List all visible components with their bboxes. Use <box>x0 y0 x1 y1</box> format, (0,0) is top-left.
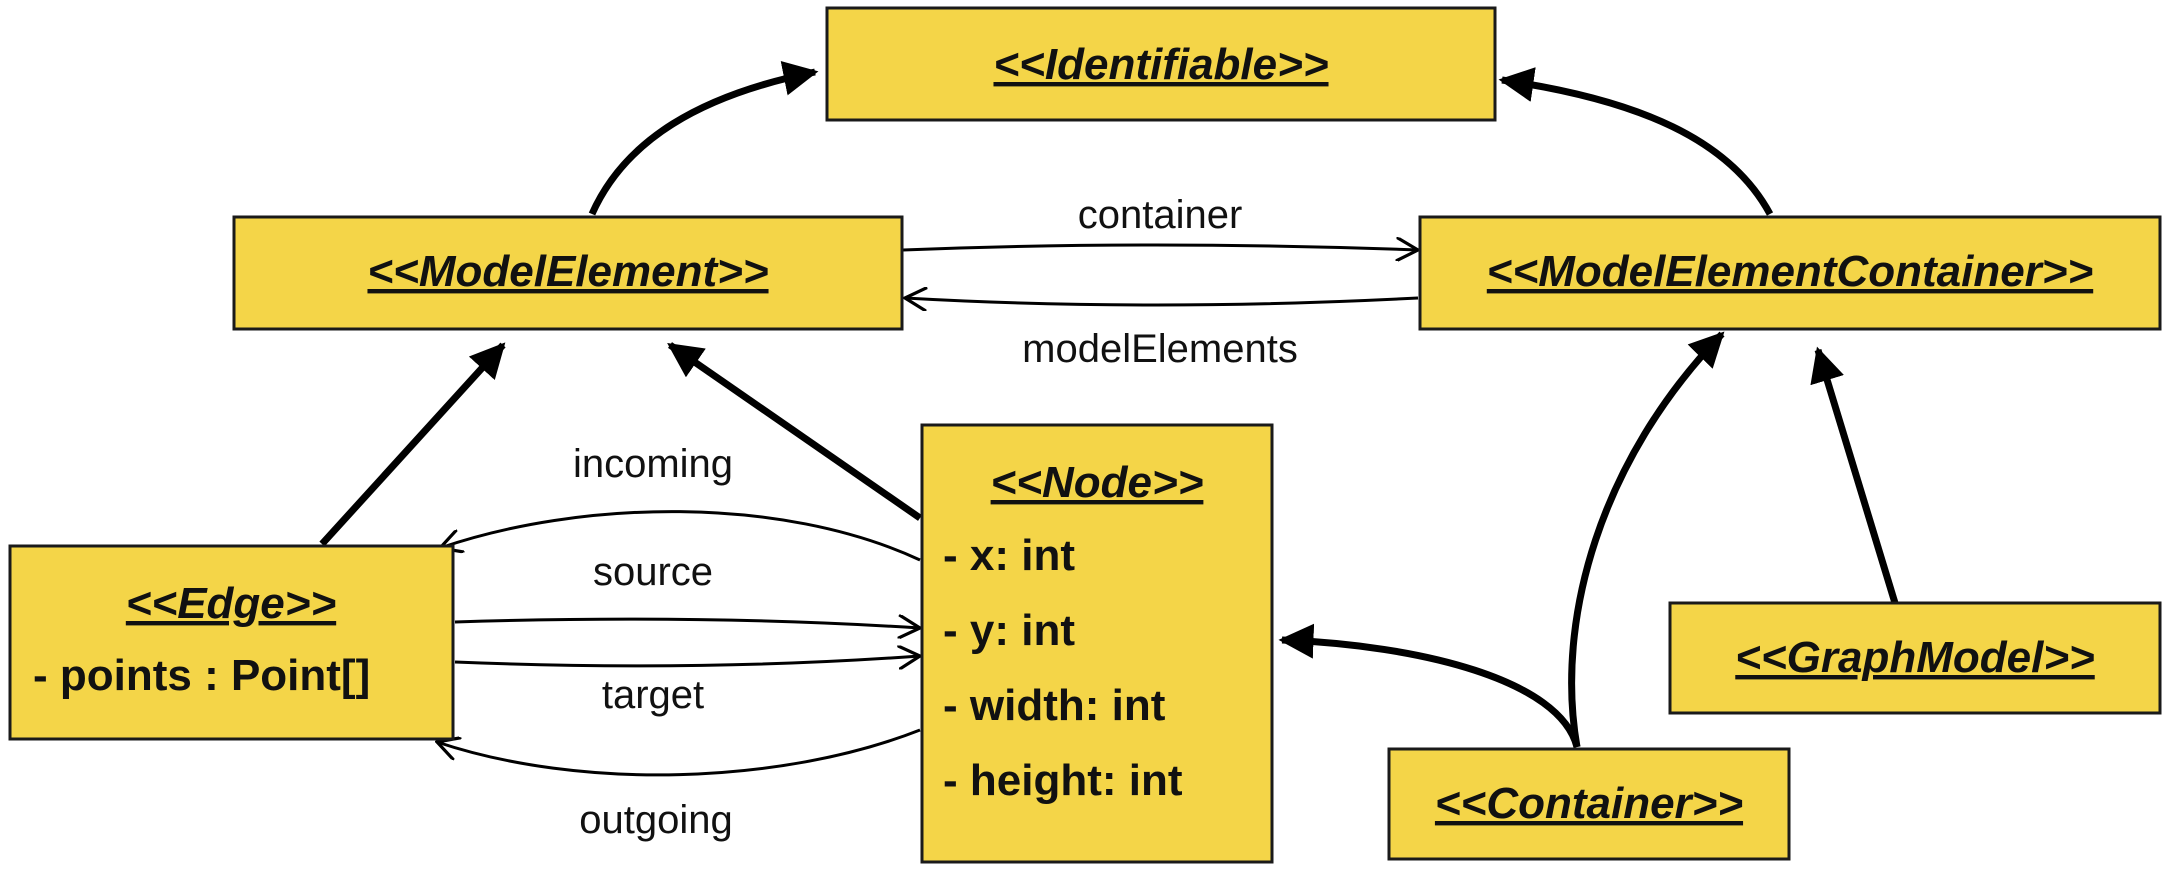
association-incoming <box>440 510 921 562</box>
class-title: <<Node>> <box>991 458 1204 507</box>
label-model-elements: modelElements <box>1022 327 1298 371</box>
generalization-node-modelelement <box>667 342 922 521</box>
generalization-modelelement-identifiable <box>588 61 819 216</box>
class-title: <<Identifiable>> <box>993 40 1328 89</box>
association-outgoing <box>437 728 921 777</box>
class-title: <<ModelElementContainer>> <box>1487 247 2093 296</box>
class-node: <<Node>> - x: int - y: int - width: int … <box>920 423 1274 864</box>
generalization-container-identifiable <box>1498 67 1774 216</box>
label-container: container <box>1078 193 1243 237</box>
label-target: target <box>602 673 704 717</box>
association-target <box>454 656 920 666</box>
label-source: source <box>593 550 713 594</box>
generalization-container-node <box>1278 623 1581 748</box>
generalization-graphmodel-modelelementcontainer <box>1810 346 1899 605</box>
class-title: <<GraphModel>> <box>1735 633 2094 682</box>
class-model-element: <<ModelElement>> <box>232 215 904 331</box>
class-edge: <<Edge>> - points : Point[] <box>8 544 455 741</box>
class-graph-model: <<GraphModel>> <box>1668 601 2162 715</box>
class-model-element-container: <<ModelElementContainer>> <box>1418 215 2162 331</box>
attribute: - x: int <box>943 531 1075 580</box>
label-incoming: incoming <box>573 442 733 486</box>
class-title: <<Edge>> <box>126 579 336 628</box>
class-title: <<ModelElement>> <box>367 247 768 296</box>
attribute: - width: int <box>943 681 1166 730</box>
generalization-container-modelelementcontainer <box>1568 331 1725 748</box>
attribute: - height: int <box>943 756 1183 805</box>
association-modelelements <box>905 298 1419 305</box>
association-container <box>902 245 1418 250</box>
attribute: - y: int <box>943 606 1075 655</box>
generalization-edge-modelelement <box>319 342 506 547</box>
class-container: <<Container>> <box>1387 747 1791 861</box>
label-outgoing: outgoing <box>579 798 732 842</box>
class-identifiable: <<Identifiable>> <box>825 6 1497 122</box>
class-title: <<Container>> <box>1435 779 1743 828</box>
association-source <box>454 619 920 628</box>
attribute: - points : Point[] <box>33 651 370 700</box>
